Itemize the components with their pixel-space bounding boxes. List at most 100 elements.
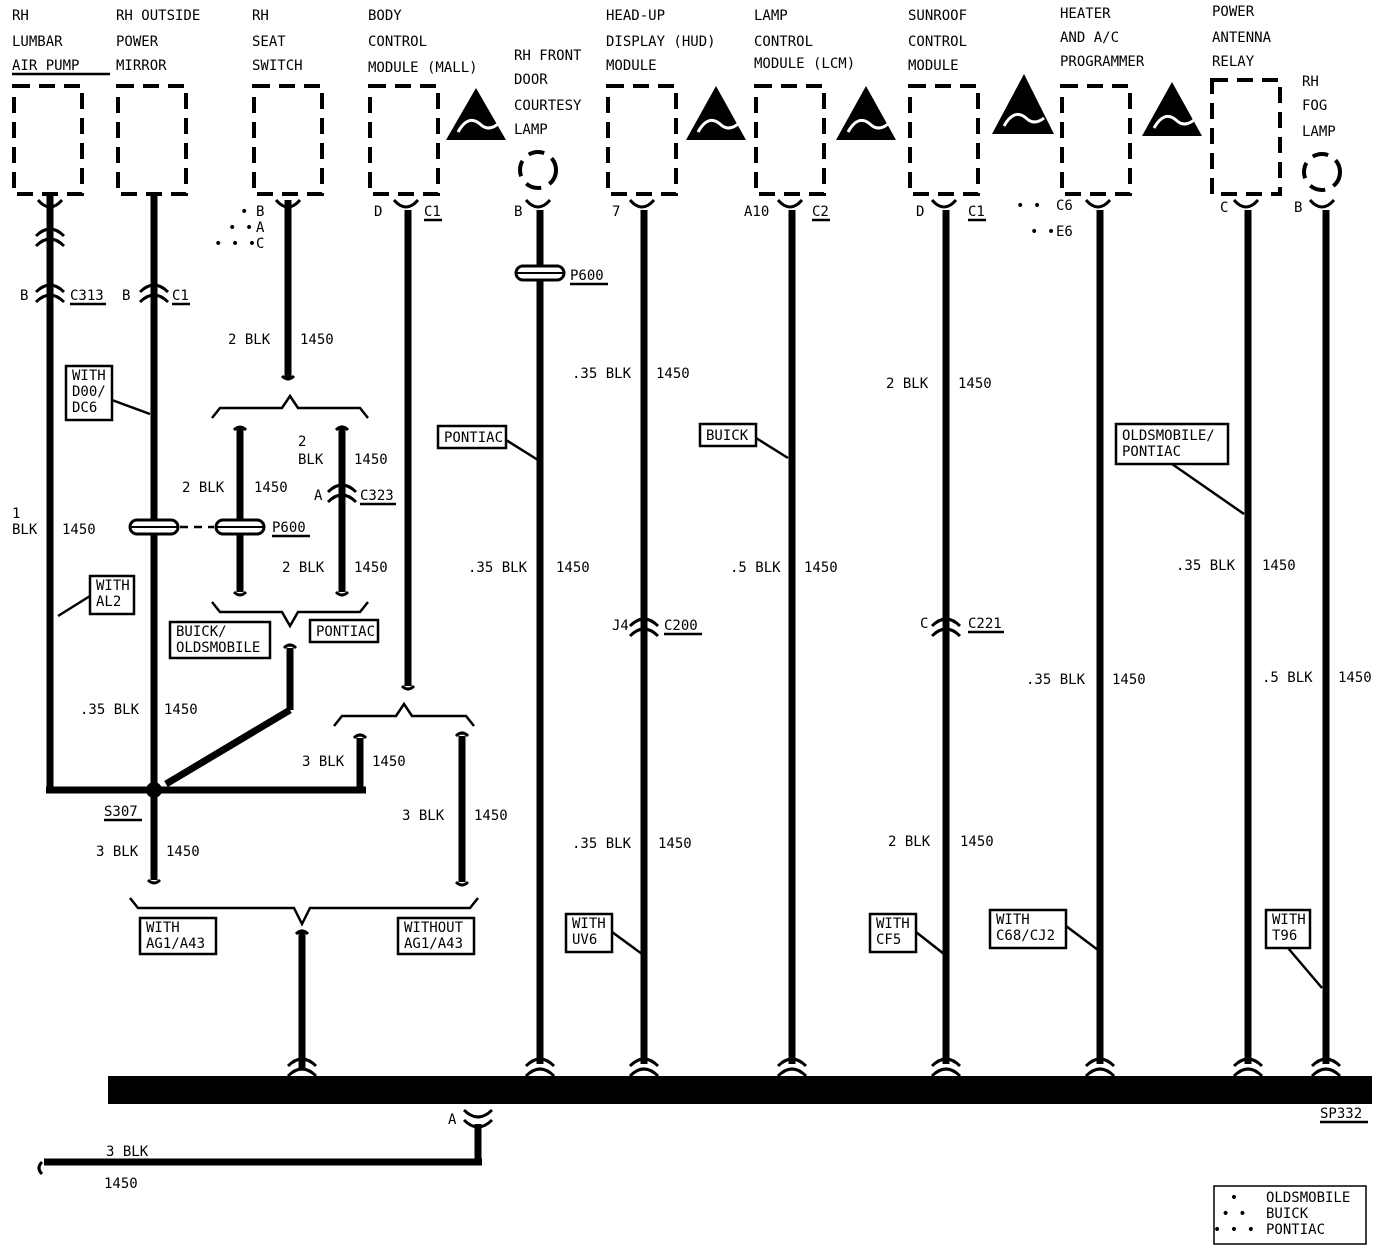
svg-text:CF5: CF5 bbox=[876, 932, 901, 948]
svg-text:SWITCH: SWITCH bbox=[252, 58, 303, 74]
svg-text:1450: 1450 bbox=[104, 1176, 138, 1192]
svg-text:S307: S307 bbox=[104, 804, 138, 820]
component-hvac-label: HEATER AND A/C PROGRAMMER bbox=[1060, 6, 1145, 70]
svg-text:D: D bbox=[916, 204, 924, 220]
svg-text:• • •: • • • bbox=[1213, 1222, 1255, 1238]
svg-text:DC6: DC6 bbox=[72, 400, 97, 416]
svg-text:MODULE (MALL): MODULE (MALL) bbox=[368, 60, 478, 76]
note-buick-lcm: BUICK bbox=[698, 422, 789, 460]
svg-text:1450: 1450 bbox=[958, 376, 992, 392]
svg-text:1450: 1450 bbox=[1112, 672, 1146, 688]
svg-text:MODULE: MODULE bbox=[908, 58, 959, 74]
svg-text:A: A bbox=[448, 1112, 457, 1128]
svg-text:BUICK: BUICK bbox=[1266, 1206, 1309, 1222]
svg-text:C313: C313 bbox=[70, 288, 104, 304]
svg-text:C221: C221 bbox=[968, 616, 1002, 632]
svg-text:•: • bbox=[1230, 1190, 1238, 1206]
svg-text:P600: P600 bbox=[272, 520, 306, 536]
sunroof-box bbox=[908, 84, 980, 196]
svg-text:1450: 1450 bbox=[354, 452, 388, 468]
svg-text:B: B bbox=[122, 288, 130, 304]
wire-break-marks bbox=[37, 374, 470, 1176]
svg-text:WITH: WITH bbox=[72, 368, 106, 384]
svg-text:.35 BLK: .35 BLK bbox=[572, 836, 632, 852]
svg-text:RH FRONT: RH FRONT bbox=[514, 48, 582, 64]
hvac-box bbox=[1060, 84, 1132, 196]
component-fog-lamp-label: RH FOG LAMP bbox=[1302, 74, 1336, 140]
svg-text:SEAT: SEAT bbox=[252, 34, 286, 50]
esd-warning-icons bbox=[446, 74, 1202, 140]
svg-text:E6: E6 bbox=[1056, 224, 1073, 240]
svg-text:2 BLK: 2 BLK bbox=[228, 332, 271, 348]
svg-text:B: B bbox=[514, 204, 522, 220]
note-with-c68-cj2: WITH C68/CJ2 bbox=[988, 908, 1099, 951]
esd-warning-icon-4 bbox=[992, 74, 1054, 134]
connector-labels: B C313 B C1 P600 P600 A C323 J4 C200 C C… bbox=[20, 268, 1004, 1128]
svg-text:A: A bbox=[314, 488, 323, 504]
splice-s307-dot bbox=[146, 782, 162, 798]
svg-text:C2: C2 bbox=[812, 204, 829, 220]
svg-text:1450: 1450 bbox=[658, 836, 692, 852]
inline-connectors bbox=[34, 227, 1342, 1129]
svg-text:C: C bbox=[256, 236, 264, 252]
svg-text:1450: 1450 bbox=[300, 332, 334, 348]
svg-text:C1: C1 bbox=[424, 204, 441, 220]
lumbar-box bbox=[12, 84, 84, 196]
splice-bar-sp332 bbox=[108, 1076, 1372, 1104]
svg-text:• •: • • bbox=[1030, 224, 1055, 240]
svg-text:• • •: • • • bbox=[214, 236, 256, 252]
svg-text:SP332: SP332 bbox=[1320, 1106, 1362, 1122]
svg-text:P600: P600 bbox=[570, 268, 604, 284]
svg-text:2 BLK: 2 BLK bbox=[888, 834, 931, 850]
svg-text:LUMBAR: LUMBAR bbox=[12, 34, 63, 50]
svg-text:MODULE (LCM): MODULE (LCM) bbox=[754, 56, 855, 72]
svg-text:1450: 1450 bbox=[354, 560, 388, 576]
svg-text:OLDSMOBILE/: OLDSMOBILE/ bbox=[1122, 428, 1215, 444]
svg-text:2 BLK: 2 BLK bbox=[886, 376, 929, 392]
svg-text:LAMP: LAMP bbox=[514, 122, 548, 138]
svg-text:• •: • • bbox=[1221, 1206, 1246, 1222]
lcm-box bbox=[754, 84, 826, 196]
svg-text:DISPLAY (HUD): DISPLAY (HUD) bbox=[606, 34, 716, 50]
svg-text:1450: 1450 bbox=[556, 560, 590, 576]
svg-text:D00/: D00/ bbox=[72, 384, 106, 400]
legend: • OLDSMOBILE • • BUICK • • • PONTIAC bbox=[1213, 1185, 1367, 1245]
note-with-uv6: WITH UV6 bbox=[564, 912, 643, 956]
component-lumbar-label: RH LUMBAR AIR PUMP bbox=[12, 8, 110, 76]
svg-text:WITH: WITH bbox=[96, 578, 130, 594]
svg-text:RH OUTSIDE: RH OUTSIDE bbox=[116, 8, 200, 24]
note-with-cf5: WITH CF5 bbox=[868, 912, 945, 955]
svg-text:SUNROOF: SUNROOF bbox=[908, 8, 967, 24]
wires bbox=[44, 196, 1330, 1166]
svg-text:A10: A10 bbox=[744, 204, 769, 220]
svg-text:BLK: BLK bbox=[298, 452, 324, 468]
svg-text:.35 BLK: .35 BLK bbox=[1026, 672, 1086, 688]
svg-text:RH: RH bbox=[252, 8, 269, 24]
svg-text:2 BLK: 2 BLK bbox=[182, 480, 225, 496]
svg-text:HEAD-UP: HEAD-UP bbox=[606, 8, 665, 24]
svg-text:BUICK/: BUICK/ bbox=[176, 624, 227, 640]
svg-text:.5 BLK: .5 BLK bbox=[1262, 670, 1313, 686]
svg-text:.35 BLK: .35 BLK bbox=[1176, 558, 1236, 574]
svg-text:T96: T96 bbox=[1272, 928, 1297, 944]
svg-text:WITH: WITH bbox=[876, 916, 910, 932]
svg-text:LAMP: LAMP bbox=[1302, 124, 1336, 140]
svg-text:1: 1 bbox=[12, 506, 20, 522]
esd-warning-icon-5 bbox=[1142, 82, 1202, 136]
svg-text:• •: • • bbox=[228, 220, 253, 236]
svg-text:AG1/A43: AG1/A43 bbox=[404, 936, 463, 952]
esd-warning-icon-2 bbox=[686, 86, 746, 140]
pin-labels: B D C1 7 A10 C2 D C1 • • C6 • • E6 C B •… bbox=[214, 198, 1302, 252]
svg-text:POWER: POWER bbox=[116, 34, 159, 50]
svg-text:COURTESY: COURTESY bbox=[514, 98, 582, 114]
svg-text:AND A/C: AND A/C bbox=[1060, 30, 1119, 46]
svg-text:1450: 1450 bbox=[164, 702, 198, 718]
svg-text:PROGRAMMER: PROGRAMMER bbox=[1060, 54, 1145, 70]
esd-warning-icon-1 bbox=[446, 88, 506, 140]
svg-text:.35 BLK: .35 BLK bbox=[80, 702, 140, 718]
svg-text:PONTIAC: PONTIAC bbox=[1122, 444, 1181, 460]
svg-text:B: B bbox=[256, 204, 264, 220]
svg-text:C1: C1 bbox=[968, 204, 985, 220]
svg-text:WITH: WITH bbox=[996, 912, 1030, 928]
note-pontiac-door: PONTIAC bbox=[436, 424, 539, 462]
